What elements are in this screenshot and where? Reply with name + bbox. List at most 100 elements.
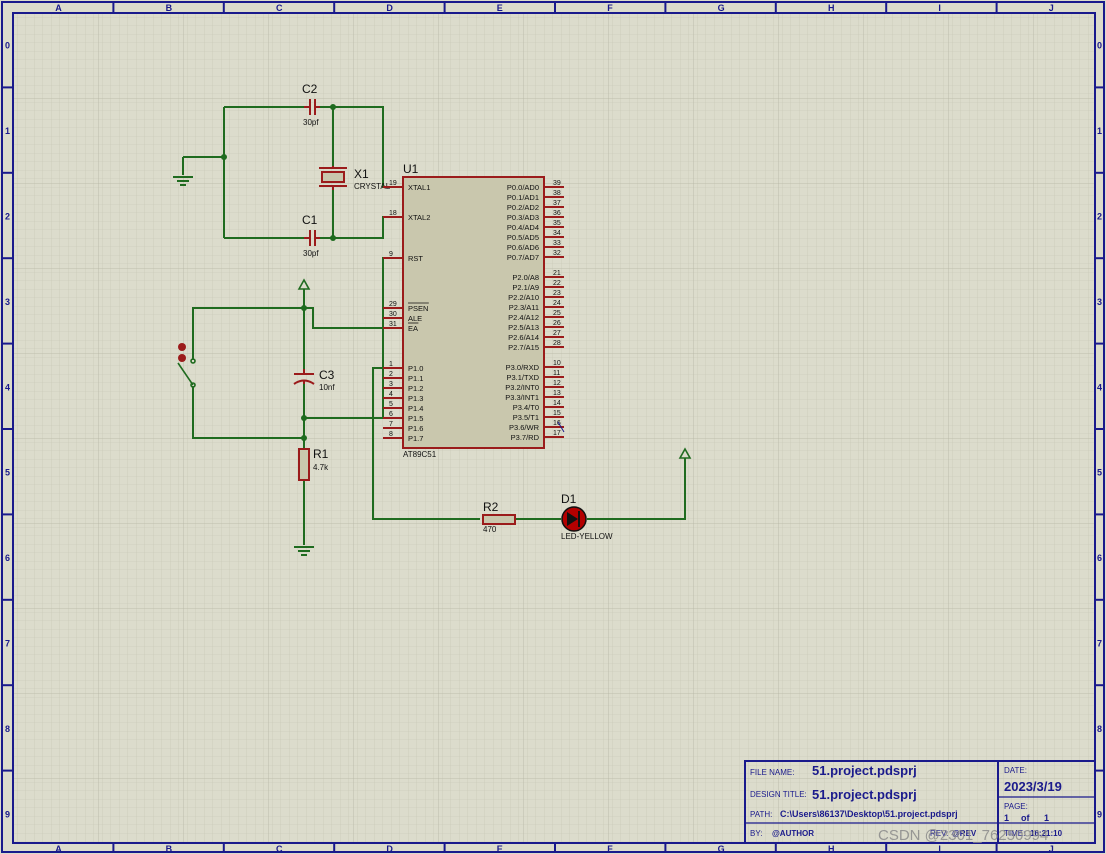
mcu-pin-number: 26 bbox=[553, 320, 561, 327]
mcu-pin-number: 30 bbox=[389, 311, 397, 318]
frame-col-label-top: E bbox=[497, 3, 503, 13]
mcu-pin-name: XTAL1 bbox=[408, 183, 430, 192]
mcu-pin-name: P0.0/AD0 bbox=[507, 183, 539, 192]
frame-col-label-top: H bbox=[828, 3, 835, 13]
mcu-pin-name: P0.5/AD5 bbox=[507, 233, 539, 242]
frame-row-label-right: 8 bbox=[1097, 724, 1102, 734]
c2-value: 30pf bbox=[303, 118, 319, 127]
wire-ea bbox=[192, 307, 403, 360]
mcu-right-pins: 39P0.0/AD038P0.1/AD137P0.2/AD236P0.3/AD3… bbox=[505, 180, 565, 442]
mcu-pin-name: EA bbox=[408, 324, 418, 333]
mcu-pin-number: 2 bbox=[389, 371, 393, 378]
mcu-pin-name: P3.0/RXD bbox=[506, 363, 540, 372]
mcu-pin-number: 27 bbox=[553, 330, 561, 337]
mcu-pin-number: 39 bbox=[553, 180, 561, 187]
frame-col-label-top: B bbox=[166, 3, 173, 13]
mcu-pin-name: P0.6/AD6 bbox=[507, 243, 539, 252]
page-total: 1 bbox=[1044, 813, 1049, 823]
frame-row-label-right: 5 bbox=[1097, 468, 1102, 478]
r2-value: 470 bbox=[483, 525, 497, 534]
page-label: PAGE: bbox=[1004, 802, 1028, 811]
time-label: TIME: bbox=[1004, 829, 1025, 838]
frame-row-label-right: 7 bbox=[1097, 639, 1102, 649]
mcu-pin-number: 12 bbox=[553, 380, 561, 387]
mcu-pin-name: P2.1/A9 bbox=[512, 283, 539, 292]
c2-ref: C2 bbox=[302, 82, 318, 96]
frame-row-label-left: 4 bbox=[5, 382, 10, 392]
frame-row-label-left: 1 bbox=[5, 126, 10, 136]
mcu-pin-number: 36 bbox=[553, 210, 561, 217]
mcu-pin-name: P2.2/A10 bbox=[508, 293, 539, 302]
frame-row-label-left: 0 bbox=[5, 41, 10, 51]
mcu-pin-name: P1.0 bbox=[408, 364, 423, 373]
x1-value: CRYSTAL bbox=[354, 182, 391, 191]
power-terminal-reset[interactable] bbox=[297, 278, 311, 290]
frame-row-label-left: 6 bbox=[5, 553, 10, 563]
c3-ref: C3 bbox=[319, 368, 335, 382]
mcu-ref: U1 bbox=[403, 162, 419, 176]
mcu-pin-name: P2.6/A14 bbox=[508, 333, 539, 342]
mcu-pin-name: P0.4/AD4 bbox=[507, 223, 539, 232]
resistor-r2[interactable]: R2 470 bbox=[482, 500, 516, 534]
wire-switch-bottom bbox=[192, 386, 304, 439]
page-of: of bbox=[1021, 813, 1030, 823]
capacitor-c2[interactable]: C2 30pf bbox=[302, 82, 320, 127]
power-terminal-led[interactable] bbox=[678, 447, 692, 459]
mcu-pin-name: P2.5/A13 bbox=[508, 323, 539, 332]
frame-row-label-right: 4 bbox=[1097, 382, 1102, 392]
mcu-pin-name: P3.5/T1 bbox=[513, 413, 539, 422]
frame-col-label-bottom: G bbox=[718, 844, 725, 854]
mcu-pin-name: P3.3/INT1 bbox=[505, 393, 539, 402]
capacitor-c3[interactable]: C3 10nf bbox=[293, 368, 335, 392]
crystal-x1[interactable]: X1 CRYSTAL bbox=[319, 166, 391, 191]
mcu-pin-name: RST bbox=[408, 254, 423, 263]
resistor-r1[interactable]: R1 4.7k bbox=[298, 447, 329, 481]
mcu-pin-name: ALE bbox=[408, 314, 422, 323]
d1-ref: D1 bbox=[561, 492, 577, 506]
mcu-pin-number: 28 bbox=[553, 340, 561, 347]
frame-row-label-left: 9 bbox=[5, 809, 10, 819]
frame-col-label-top: J bbox=[1049, 3, 1054, 13]
frame-col-label-bottom: C bbox=[276, 844, 283, 854]
mcu-pin-name: P3.2/INT0 bbox=[505, 383, 539, 392]
capacitor-c1[interactable]: C1 30pf bbox=[302, 213, 320, 258]
mcu-pin-name: P1.1 bbox=[408, 374, 423, 383]
junctions bbox=[221, 104, 336, 441]
frame-col-label-bottom: D bbox=[386, 844, 393, 854]
c1-value: 30pf bbox=[303, 249, 319, 258]
c1-ref: C1 bbox=[302, 213, 318, 227]
frame-row-label-left: 5 bbox=[5, 468, 10, 478]
mcu-pin-name: P2.0/A8 bbox=[512, 273, 539, 282]
design-title-value: 51.project.pdsprj bbox=[812, 787, 917, 802]
frame-col-label-top: I bbox=[938, 3, 941, 13]
frame-row-label-left: 2 bbox=[5, 212, 10, 222]
ground-symbol-top[interactable] bbox=[173, 176, 193, 186]
page-current: 1 bbox=[1004, 813, 1009, 823]
mcu-pin-number: 9 bbox=[389, 251, 393, 258]
frame-col-label-top: D bbox=[386, 3, 393, 13]
mcu-pin-name: P2.3/A11 bbox=[509, 303, 539, 312]
mcu-pin-number: 10 bbox=[553, 360, 561, 367]
frame-col-label-bottom: F bbox=[607, 844, 613, 854]
ground-symbol-bottom[interactable] bbox=[294, 546, 314, 556]
mcu-pin-name: P0.7/AD7 bbox=[507, 253, 539, 262]
path-value: C:\Users\86137\Desktop\51.project.pdsprj bbox=[780, 809, 958, 819]
mcu-pin-name: P3.4/T0 bbox=[513, 403, 539, 412]
mcu-pin-number: 4 bbox=[389, 391, 393, 398]
by-label: BY: bbox=[750, 829, 762, 838]
mcu-pin-name: P1.3 bbox=[408, 394, 423, 403]
frame-col-label-bottom: B bbox=[166, 844, 173, 854]
push-button-switch[interactable] bbox=[177, 343, 196, 388]
frame-row-label-left: 3 bbox=[5, 297, 10, 307]
frame-col-label-bottom: H bbox=[828, 844, 835, 854]
mcu-pin-number: 32 bbox=[553, 250, 561, 257]
mcu-pin-number: 16 bbox=[553, 420, 561, 427]
mcu-pin-name: P1.7 bbox=[408, 434, 423, 443]
led-d1[interactable]: D1 LED-YELLOW bbox=[561, 492, 613, 541]
mcu-pin-name: P2.4/A12 bbox=[508, 313, 539, 322]
frame-col-label-top: G bbox=[718, 3, 725, 13]
